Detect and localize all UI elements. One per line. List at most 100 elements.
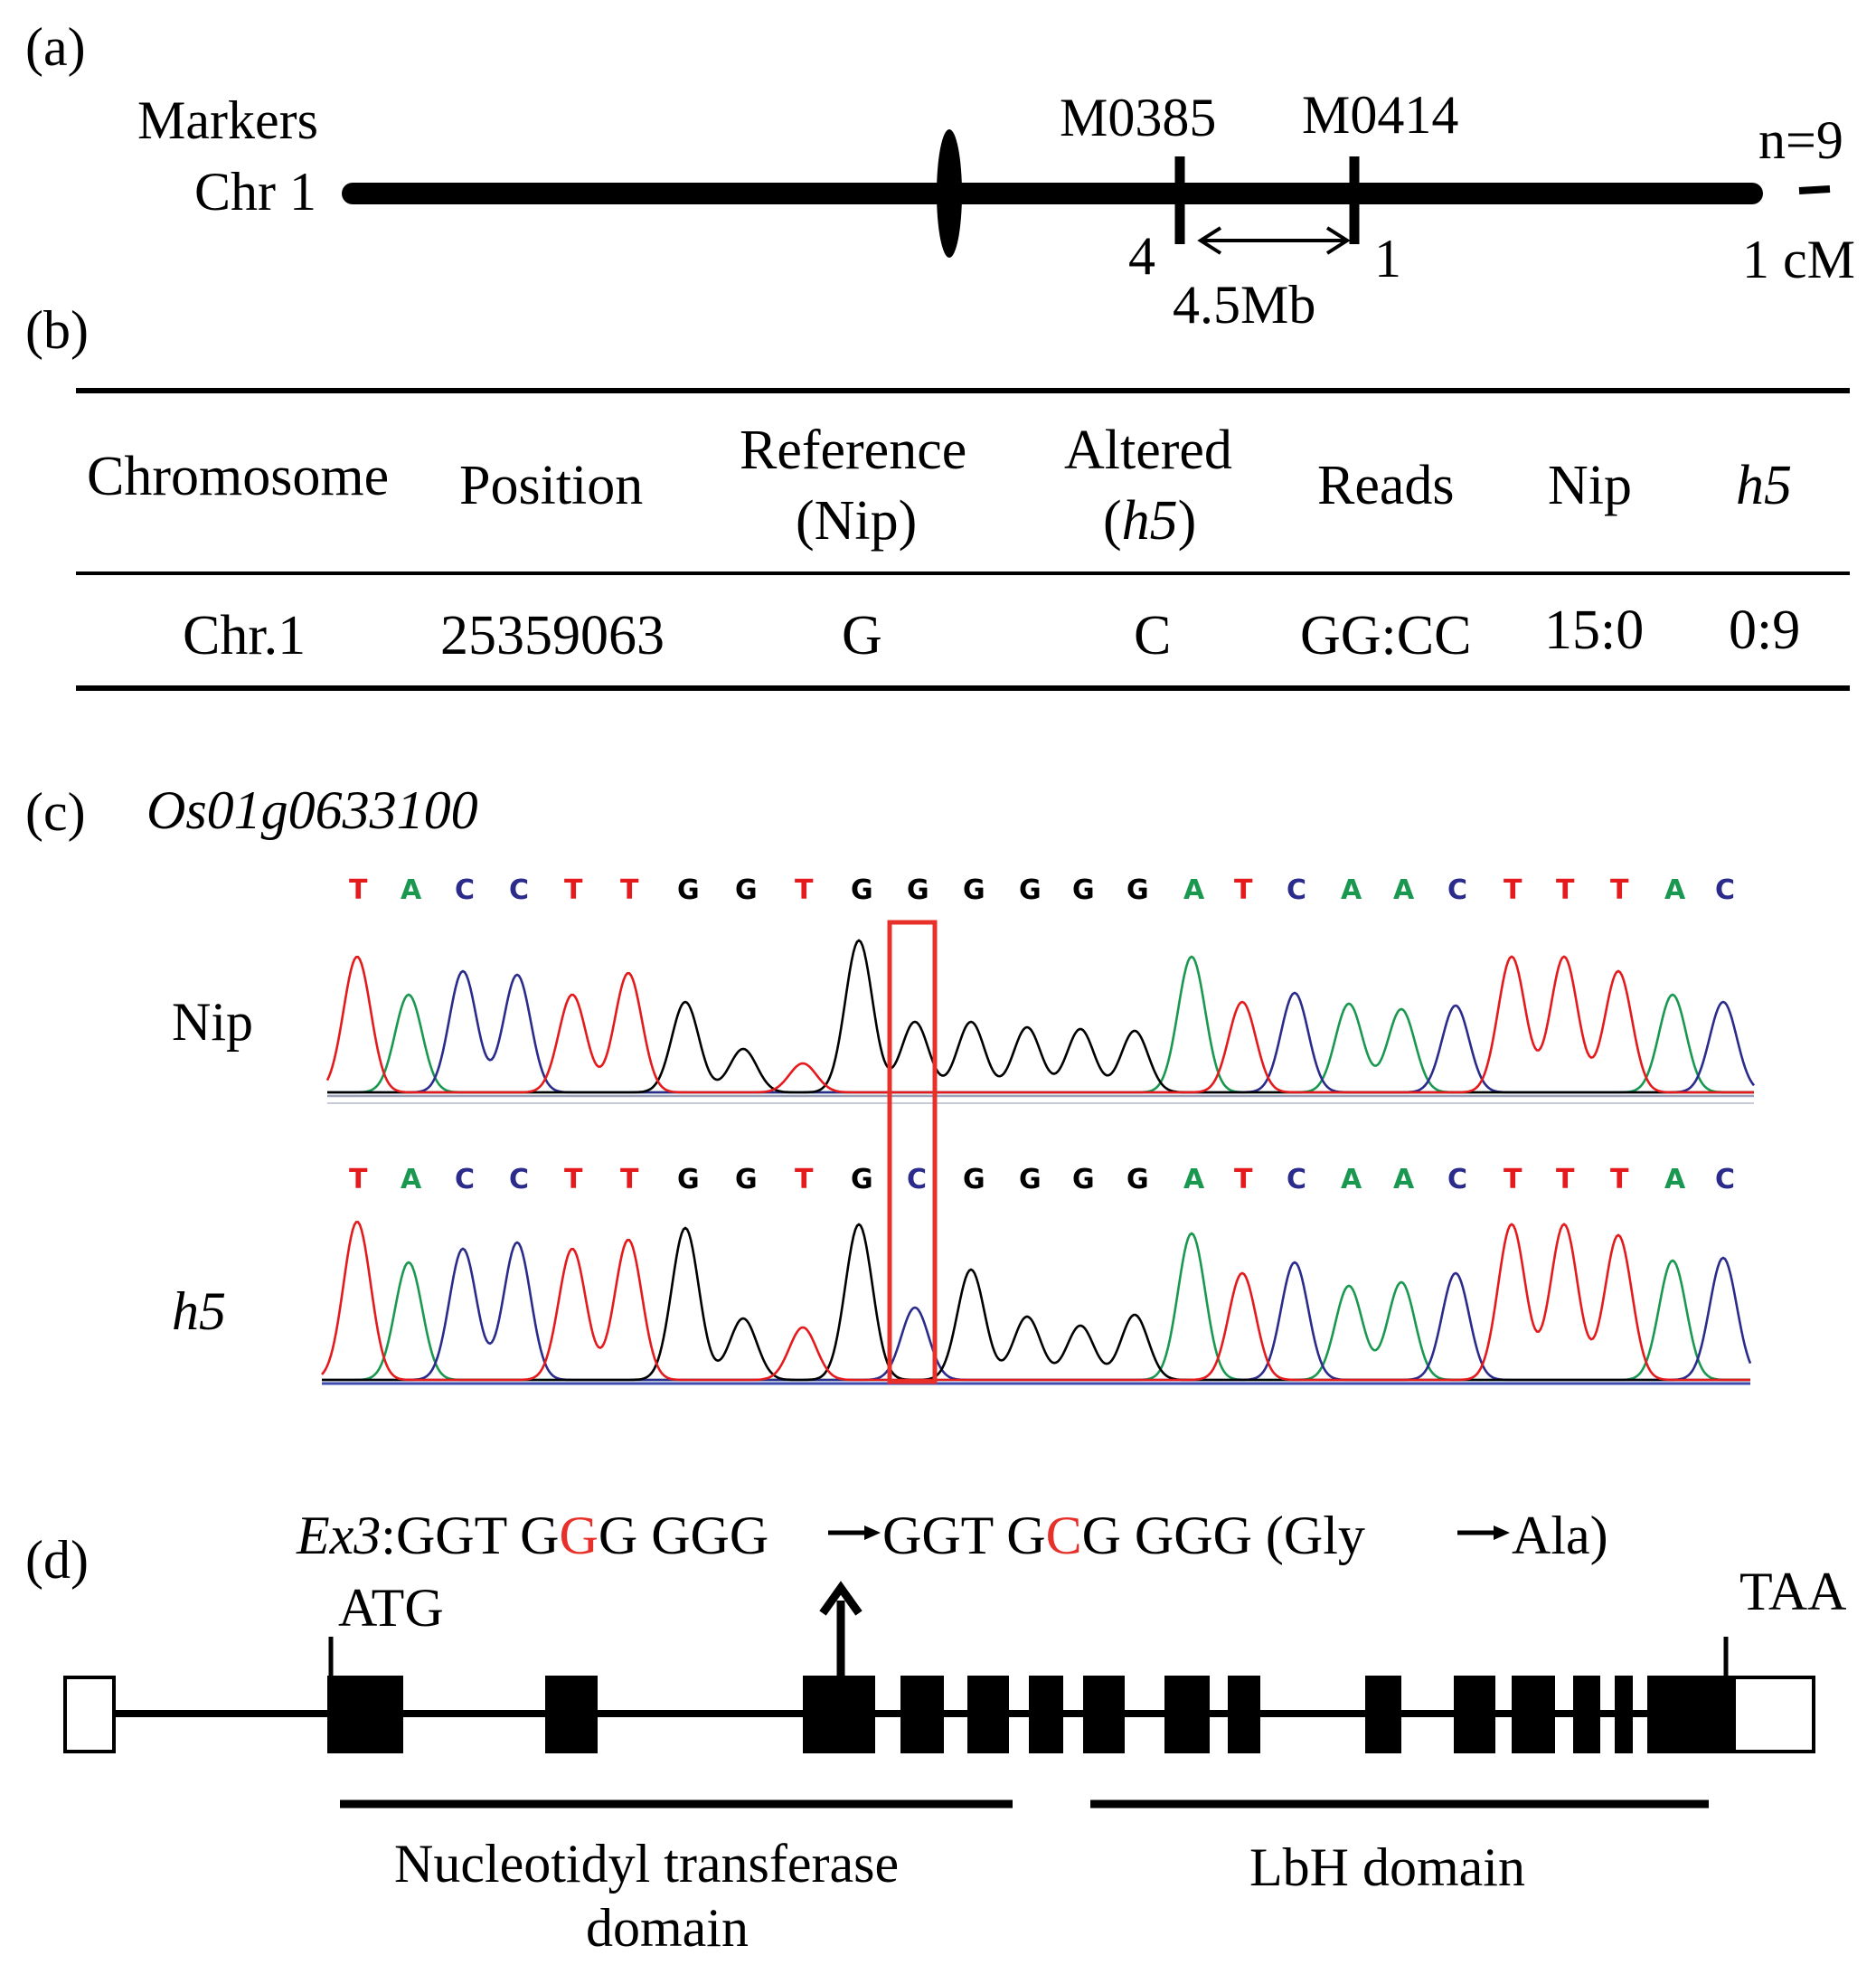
exon-6	[1029, 1676, 1063, 1753]
exon-8	[1164, 1676, 1210, 1753]
physical-distance-label: 4.5Mb	[1173, 275, 1316, 335]
gene-id-label: Os01g0633100	[146, 780, 478, 840]
base-call: A	[1183, 874, 1205, 906]
base-call: G	[963, 874, 985, 906]
base-call: T	[1234, 874, 1253, 906]
chromatogram-h5	[321, 1221, 1752, 1382]
header-reference-nip: (Nip)	[796, 490, 918, 552]
mutation-highlight-box	[887, 920, 938, 1384]
base-call: C	[1287, 874, 1307, 906]
mutation-description-right: GGT GCG GGG (Gly	[882, 1506, 1365, 1565]
trace-t	[321, 1221, 1750, 1382]
scale-bar	[1798, 185, 1831, 194]
base-call: T	[1234, 1164, 1253, 1195]
base-call: G	[735, 1164, 758, 1195]
base-call: G	[677, 874, 700, 906]
header-position: Position	[459, 455, 644, 516]
base-call: G	[1127, 1164, 1149, 1195]
panel-label-c: (c)	[25, 782, 86, 842]
panel-label-d: (d)	[25, 1530, 89, 1590]
exon-5	[967, 1676, 1009, 1753]
sample-size-label: n=9	[1758, 110, 1843, 170]
base-call: C	[509, 874, 530, 906]
base-call: C	[509, 1164, 530, 1195]
header-altered: Altered	[1064, 420, 1232, 481]
header-reference: Reference	[740, 420, 967, 481]
centromere	[937, 129, 962, 258]
domain1-label-line2: domain	[586, 1898, 749, 1958]
markers-label: Markers	[137, 90, 318, 150]
base-call: T	[620, 874, 639, 906]
panel-label-a: (a)	[25, 17, 86, 77]
base-call: T	[564, 1164, 583, 1195]
base-call: C	[1447, 874, 1468, 906]
exon-14	[1615, 1676, 1633, 1753]
base-call: G	[851, 874, 873, 906]
base-call: A	[1393, 874, 1415, 906]
header-nip: Nip	[1548, 455, 1632, 516]
utr3-box	[1732, 1676, 1815, 1753]
exon-12	[1512, 1676, 1555, 1753]
domain2-label: LbH domain	[1249, 1837, 1525, 1897]
chromatogram-nip	[325, 939, 1756, 1094]
start-codon-label: ATG	[338, 1578, 444, 1638]
header-reads: Reads	[1317, 455, 1455, 516]
utr5-box	[63, 1676, 116, 1753]
base-call: T	[1610, 874, 1629, 906]
trace-g	[322, 1223, 1750, 1382]
base-call: G	[735, 874, 758, 906]
base-call: G	[851, 1164, 873, 1195]
exon-4	[900, 1676, 944, 1753]
base-call: A	[1341, 1164, 1362, 1195]
amino-acid-result: Ala)	[1512, 1506, 1608, 1565]
base-call: T	[795, 1164, 814, 1195]
base-call: G	[1072, 874, 1095, 906]
base-call: G	[907, 874, 929, 906]
base-call: T	[620, 1164, 639, 1195]
exon-2	[545, 1676, 598, 1753]
cell-h5: 0:9	[1729, 600, 1801, 661]
base-call: C	[1447, 1164, 1468, 1195]
base-call: A	[401, 874, 422, 906]
exon-9	[1228, 1676, 1260, 1753]
base-call: T	[1610, 1164, 1629, 1195]
domain1-label-line1: Nucleotidyl transferase	[394, 1834, 900, 1894]
trace-a	[327, 955, 1754, 1094]
exon-11	[1454, 1676, 1495, 1753]
base-call: C	[1715, 874, 1736, 906]
nip-trace-label: Nip	[172, 992, 253, 1052]
base-call: C	[455, 874, 476, 906]
recombinant-count-left: 4	[1128, 226, 1155, 286]
base-call: C	[907, 1164, 928, 1195]
trace-a	[322, 1232, 1750, 1382]
header-h5: h5	[1736, 455, 1792, 516]
chromosome-label: Chr 1	[194, 162, 316, 222]
trace-t	[325, 955, 1754, 1094]
header-chromosome: Chromosome	[87, 446, 390, 507]
marker-m0414-label: M0414	[1302, 85, 1459, 145]
trace-c	[322, 1241, 1752, 1382]
marker-m0385-label: M0385	[1060, 88, 1217, 147]
exons	[327, 1676, 1732, 1753]
base-call: T	[795, 874, 814, 906]
cell-reads: GG:CC	[1300, 605, 1472, 666]
base-call: A	[1393, 1164, 1415, 1195]
base-call: G	[963, 1164, 985, 1195]
base-call: T	[1504, 1164, 1522, 1195]
cell-nip: 15:0	[1544, 600, 1645, 661]
base-call: G	[1072, 1164, 1095, 1195]
cell-altered: C	[1134, 605, 1172, 666]
base-call: G	[1019, 874, 1042, 906]
mutant-base: C	[1045, 1506, 1082, 1565]
trace-g	[327, 939, 1754, 1094]
header-altered-h5: (h5)	[1103, 490, 1197, 552]
h5-trace-label: h5	[172, 1281, 226, 1341]
scale-bar-label: 1 cM	[1742, 230, 1855, 289]
recombinant-count-right: 1	[1374, 229, 1401, 288]
base-call: T	[349, 874, 368, 906]
base-call: T	[1556, 1164, 1575, 1195]
cell-reference: G	[842, 605, 882, 666]
stop-codon-label: TAA	[1739, 1562, 1847, 1621]
cell-position: 25359063	[440, 605, 665, 666]
